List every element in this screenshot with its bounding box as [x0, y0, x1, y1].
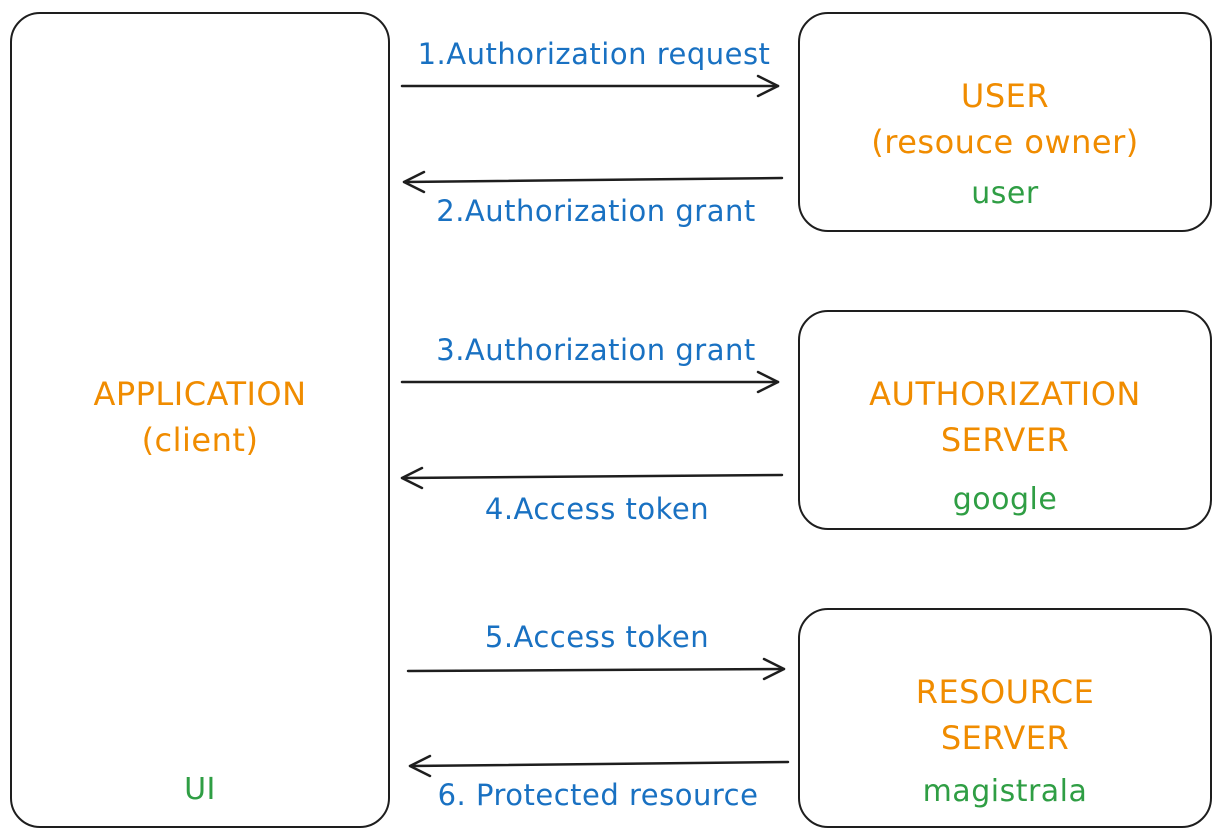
user-box: [798, 12, 1212, 232]
message-4-label: 4.Access token: [484, 492, 710, 526]
message-4-arrow: [400, 466, 784, 490]
message-2-label: 2.Authorization grant: [436, 194, 756, 228]
message-1-arrow: [400, 74, 780, 98]
user-system-label: user: [971, 176, 1039, 211]
message-3-label: 3.Authorization grant: [436, 333, 756, 367]
resource-server-title-line1: RESOURCE: [915, 673, 1095, 711]
application-title: APPLICATION: [93, 375, 307, 413]
message-5-label: 5.Access token: [484, 620, 710, 654]
resource-server-box: [798, 608, 1212, 828]
authorization-server-title-line1: AUTHORIZATION: [869, 375, 1141, 413]
resource-server-system-label: magistrala: [922, 774, 1088, 809]
application-box: [10, 12, 390, 828]
user-subtitle: (resouce owner): [871, 123, 1139, 161]
application-system-label: UI: [184, 772, 216, 807]
message-6-arrow: [408, 754, 790, 778]
authorization-server-title-line2: SERVER: [940, 421, 1070, 459]
authorization-server-box: [798, 310, 1212, 530]
user-title: USER: [960, 77, 1050, 115]
application-subtitle: (client): [141, 421, 259, 459]
message-1-label: 1.Authorization request: [417, 37, 771, 71]
resource-server-title-line2: SERVER: [940, 719, 1070, 757]
authorization-server-system-label: google: [952, 482, 1058, 517]
message-5-arrow: [406, 657, 786, 681]
message-6-label: 6. Protected resource: [437, 778, 759, 812]
message-3-arrow: [400, 370, 780, 394]
message-2-arrow: [402, 170, 784, 194]
